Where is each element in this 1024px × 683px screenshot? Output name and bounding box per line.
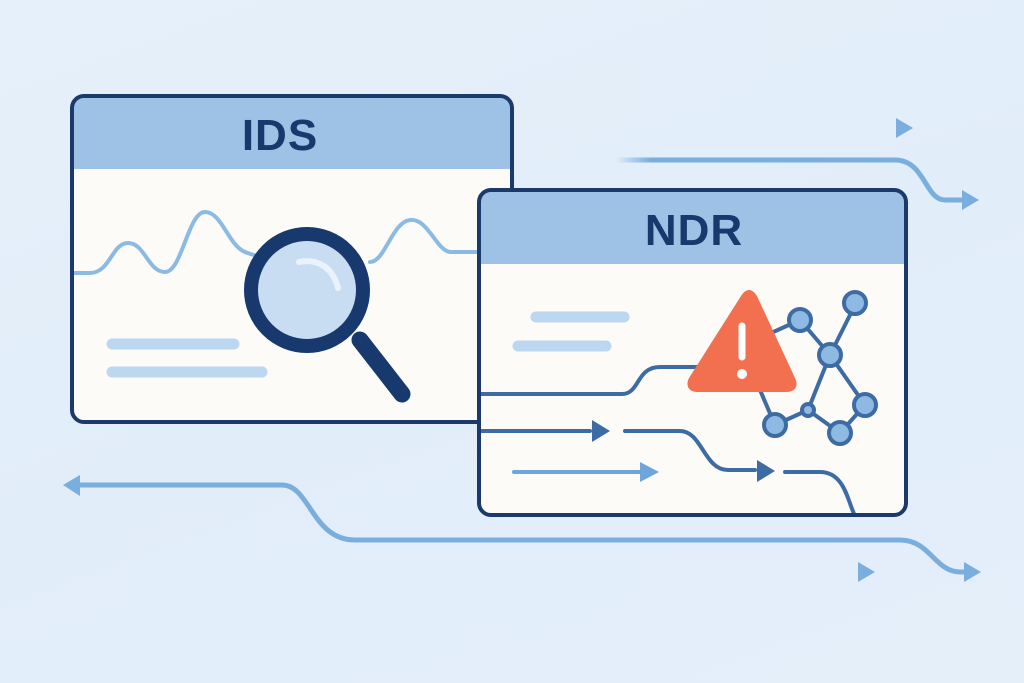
flow-arrow-left	[63, 475, 981, 582]
flow-arrow-top-1	[609, 118, 913, 138]
network-nodes	[762, 290, 878, 446]
flow-arrow-top-2	[613, 157, 979, 210]
ids-title: IDS	[242, 111, 318, 160]
ndr-panel-header	[479, 190, 906, 264]
warning-dot	[737, 369, 747, 379]
traffic-flows	[479, 365, 860, 515]
flow-arrow-bottom	[527, 562, 875, 582]
magnifying-glass-icon	[244, 227, 411, 403]
waveform-line	[72, 209, 512, 275]
warning-triangle-icon	[687, 290, 797, 392]
ndr-panel: NDR	[477, 188, 908, 517]
ids-panel-header	[72, 96, 512, 169]
ndr-title: NDR	[645, 206, 743, 255]
